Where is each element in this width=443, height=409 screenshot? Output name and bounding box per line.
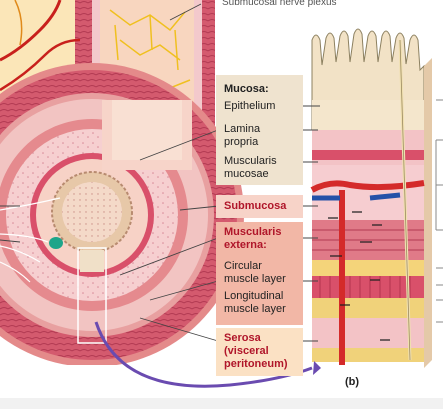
circular-muscle-label-2: muscle layer bbox=[224, 273, 286, 285]
muscularis-externa-heading-1: Muscularis bbox=[224, 226, 282, 238]
right-brackets bbox=[435, 99, 443, 323]
lamina-propria-label-1: Lamina bbox=[224, 123, 261, 135]
mucosa-heading: Mucosa: bbox=[224, 83, 269, 95]
serosa-label-1: Serosa bbox=[224, 332, 261, 344]
mucosa-box: Mucosa: Epithelium Lamina propria Muscul… bbox=[216, 75, 303, 185]
submucosal-nerve-plexus-label: Submucosal nerve plexus bbox=[222, 0, 337, 8]
longitudinal-muscle-label-2: muscle layer bbox=[224, 303, 286, 315]
lamina-propria-label-2: propria bbox=[224, 136, 259, 148]
submucosa-box: Submucosa bbox=[216, 195, 303, 218]
longitudinal-muscle-label-1: Longitudinal bbox=[224, 290, 284, 302]
muscularis-mucosae-label-1: Muscularis bbox=[224, 155, 277, 167]
muscularis-mucosae-label-2: mucosae bbox=[224, 168, 269, 180]
intestine-tube bbox=[0, 0, 244, 367]
serosa-label-3: peritoneum) bbox=[224, 358, 288, 370]
panel-label-b: (b) bbox=[345, 376, 360, 388]
serosa-box: Serosa (visceral peritoneum) bbox=[216, 328, 303, 376]
muscularis-externa-heading-2: externa: bbox=[224, 239, 267, 251]
wall-section-block bbox=[310, 28, 432, 368]
muscularis-externa-box: Muscularis externa: Circular muscle laye… bbox=[216, 222, 303, 325]
serosa-label-2: (visceral bbox=[224, 345, 269, 357]
submucosa-label: Submucosa bbox=[224, 200, 287, 212]
epithelium-label: Epithelium bbox=[224, 100, 276, 112]
circular-muscle-label-1: Circular bbox=[224, 260, 262, 272]
